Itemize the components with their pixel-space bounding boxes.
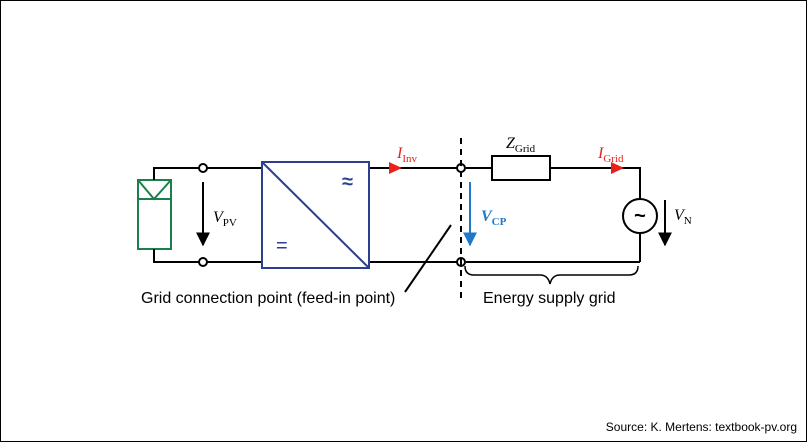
energy-supply-grid-brace	[464, 265, 639, 285]
dc-symbol: =	[276, 235, 288, 257]
i-inv-label: IInv	[396, 145, 417, 165]
v-cp-label: VCP	[481, 208, 507, 228]
ac-symbol: ≈	[342, 171, 353, 193]
z-grid-label: ZGrid	[506, 135, 536, 155]
ac-source-icon	[622, 198, 658, 234]
i-grid-arrow	[611, 162, 624, 174]
i-inv-arrow	[389, 162, 402, 174]
i-grid-label: IGrid	[597, 145, 624, 165]
grid-connection-pointer	[404, 224, 452, 293]
pv-terminal-bottom	[198, 257, 208, 267]
grid-connection-point-caption: Grid connection point (feed-in point)	[141, 290, 395, 307]
v-pv-label: VPV	[213, 209, 237, 229]
grid-impedance	[491, 155, 551, 181]
wiring	[153, 167, 641, 263]
pv-module	[137, 179, 172, 250]
source-caption: Source: K. Mertens: textbook-pv.org	[606, 420, 797, 434]
v-n-label: VN	[674, 207, 692, 227]
energy-supply-grid-caption: Energy supply grid	[483, 290, 616, 307]
pv-terminal-top	[198, 163, 208, 173]
ac-source-symbol: ~	[634, 205, 646, 227]
inverter	[261, 161, 370, 269]
